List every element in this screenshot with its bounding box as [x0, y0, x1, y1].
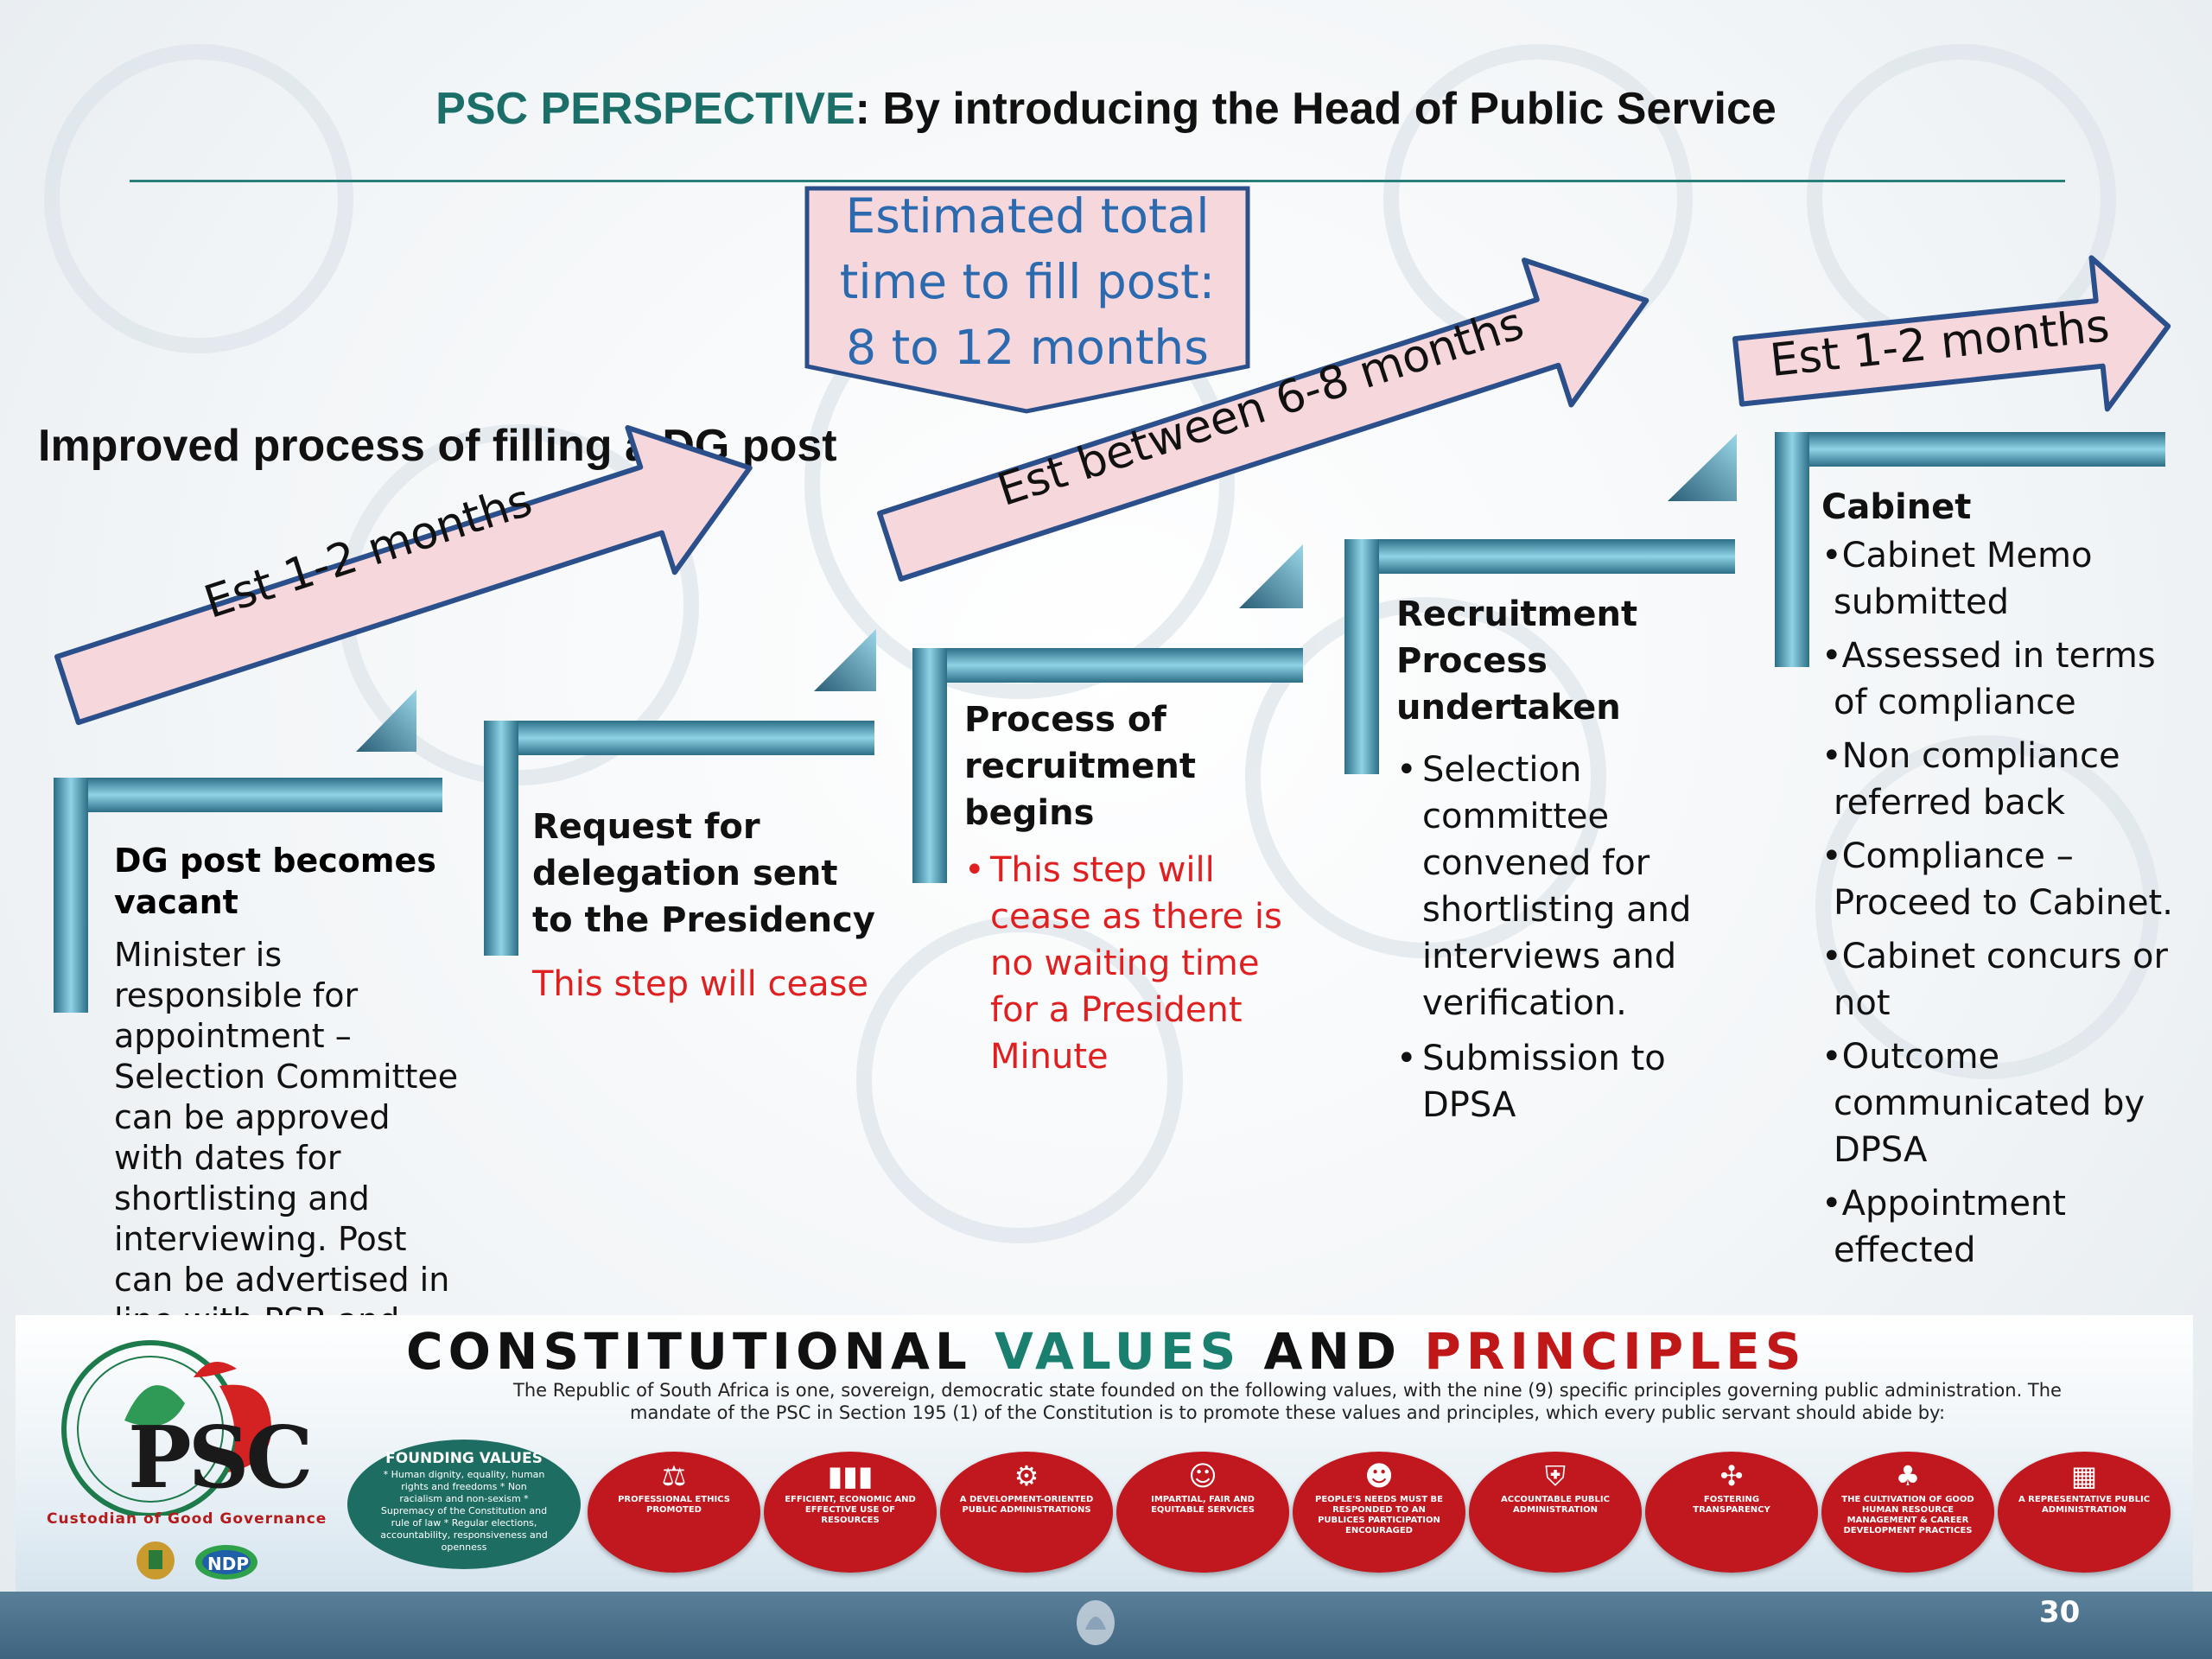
banner-title-part-1: CONSTITUTIONAL [406, 1322, 995, 1381]
cabinet-item: •Outcome communicated by DPSA [1821, 1037, 2145, 1170]
footer-emblem-icon [1077, 1600, 1115, 1645]
principle-circle: ⚖ PROFESSIONAL ETHICS PROMOTED [588, 1452, 760, 1573]
callout-line-1: Estimated total [845, 188, 1210, 244]
banner-title-and: AND [1241, 1322, 1425, 1381]
page-title: PSC PERSPECTIVE: By introducing the Head… [0, 83, 2212, 135]
principle-circle: ☺ IMPARTIAL, FAIR AND EQUITABLE SERVICES [1116, 1452, 1289, 1573]
hierarchy-icon: ♣ [1895, 1459, 1921, 1492]
principle-label: IMPARTIAL, FAIR AND EQUITABLE SERVICES [1151, 1495, 1255, 1515]
step-3-heading: Process of recruitment begins [964, 700, 1197, 833]
coat-of-arms-icon [137, 1541, 175, 1580]
principle-circle: ✣ FOSTERING TRANSPARENCY [1645, 1452, 1818, 1573]
banner-title-values: VALUES [995, 1322, 1242, 1381]
step-2-request-delegation: Request for delegation sent to the Presi… [532, 804, 878, 1007]
bar-chart-icon: ▮▮▮ [827, 1459, 874, 1492]
step-4-bullet: Submission to DPSA [1396, 1035, 1707, 1128]
step-3-note: This step will cease as there is no wait… [964, 847, 1310, 1080]
title-divider [130, 180, 2065, 182]
principle-label: PROFESSIONAL ETHICS PROMOTED [618, 1495, 730, 1515]
callout-shape [804, 186, 1250, 414]
bracket-step-1 [54, 690, 442, 1013]
scales-icon: ⚖ [661, 1459, 687, 1492]
step-5-cabinet: Cabinet •Cabinet Memo submitted •Assesse… [1821, 484, 2184, 1281]
cabinet-item: •Non compliance referred back [1821, 736, 2120, 823]
step-4-bullet: Selection committee convened for shortli… [1396, 747, 1707, 1027]
step-5-items: •Cabinet Memo submitted •Assessed in ter… [1821, 532, 2184, 1274]
page-number: 30 [2039, 1595, 2081, 1630]
principle-label: FOSTERING TRANSPARENCY [1693, 1495, 1770, 1515]
bracket-step-5 [1775, 432, 2165, 667]
step-4-recruitment-undertaken: Recruitment Process undertaken Selection… [1396, 591, 1707, 1128]
ndp-label: NDP [207, 1554, 249, 1574]
gear-icon: ⚙ [1014, 1459, 1039, 1492]
bracket-step-4 [1344, 434, 1737, 774]
people-icon: ☻ [1364, 1459, 1394, 1492]
psc-logo-emblem [61, 1340, 271, 1516]
estimated-time-callout: Estimated total time to fill post: 8 to … [809, 183, 1246, 380]
title-rest: : By introducing the Head of Public Serv… [855, 84, 1777, 134]
founding-values-body: * Human dignity, equality, human rights … [380, 1469, 548, 1553]
ndp-logo-icon [195, 1545, 257, 1580]
calendar-icon: ▦ [2070, 1459, 2098, 1492]
principle-label: PEOPLE'S NEEDS MUST BE RESPONDED TO AN P… [1315, 1495, 1443, 1535]
step-4-heading: Recruitment Process undertaken [1396, 594, 1638, 728]
principle-circle: ⚙ A DEVELOPMENT-ORIENTED PUBLIC ADMINIST… [940, 1452, 1113, 1573]
banner-title: CONSTITUTIONAL VALUES AND PRINCIPLES [406, 1322, 1807, 1381]
arrow-first-phase [54, 424, 753, 726]
callout-line-2: time to fill post: [839, 254, 1216, 309]
step-2-heading: Request for delegation sent to the Presi… [532, 807, 875, 940]
principle-label: A DEVELOPMENT-ORIENTED PUBLIC ADMINISTRA… [959, 1495, 1094, 1515]
cabinet-item: •Compliance – Proceed to Cabinet. [1821, 836, 2173, 923]
cabinet-item: •Assessed in terms of compliance [1821, 636, 2156, 722]
banner-description: The Republic of South Africa is one, sov… [513, 1380, 2062, 1423]
arrow-second-phase [877, 257, 1649, 582]
step-2-note: This step will cease [532, 964, 869, 1004]
principle-label: ACCOUNTABLE PUBLIC ADMINISTRATION [1500, 1495, 1610, 1515]
principle-circle: ▮▮▮ EFFICIENT, ECONOMIC AND EFFECTIVE US… [764, 1452, 937, 1573]
step-3-recruitment-begins: Process of recruitment begins This step … [964, 696, 1310, 1080]
step-5-heading: Cabinet [1821, 487, 1972, 527]
people-table-icon: ☺ [1188, 1459, 1217, 1492]
network-icon: ✣ [1719, 1459, 1744, 1492]
bracket-step-3 [912, 544, 1303, 883]
arrow-third-phase [1732, 255, 2171, 412]
cabinet-item: •Appointment effected [1821, 1184, 2066, 1270]
founding-values-oval: FOUNDING VALUES * Human dignity, equalit… [347, 1440, 581, 1569]
principle-label: EFFICIENT, ECONOMIC AND EFFECTIVE USE OF… [785, 1495, 916, 1525]
founding-values-heading: FOUNDING VALUES [385, 1450, 543, 1467]
cabinet-item: •Cabinet concurs or not [1821, 937, 2168, 1023]
step-4-bullets: Selection committee convened for shortli… [1396, 747, 1707, 1128]
principle-label: A REPRESENTATIVE PUBLIC ADMINISTRATION [2018, 1495, 2151, 1515]
principle-circle: ▦ A REPRESENTATIVE PUBLIC ADMINISTRATION [1998, 1452, 2171, 1573]
principle-circle: ☻ PEOPLE'S NEEDS MUST BE RESPONDED TO AN… [1293, 1452, 1465, 1573]
cabinet-item: •Cabinet Memo submitted [1821, 536, 2093, 622]
psc-tagline: Custodian of Good Governance [47, 1510, 327, 1528]
bracket-step-2 [484, 629, 876, 956]
principle-circle: ⛨ ACCOUNTABLE PUBLIC ADMINISTRATION [1469, 1452, 1642, 1573]
callout-line-3: 8 to 12 months [846, 320, 1209, 375]
step-3-note-list: This step will cease as there is no wait… [964, 847, 1310, 1080]
step-1-dg-post-vacant: DG post becomes vacant Minister is respo… [114, 840, 460, 1382]
principle-label: THE CULTIVATION OF GOOD HUMAN RESOURCE M… [1841, 1495, 1974, 1535]
psc-logo-text: PSC [128, 1408, 313, 1508]
banner-title-principles: PRINCIPLES [1424, 1322, 1807, 1381]
principle-circle: ♣ THE CULTIVATION OF GOOD HUMAN RESOURCE… [1821, 1452, 1994, 1573]
title-highlight: PSC PERSPECTIVE [435, 84, 855, 134]
step-1-heading: DG post becomes vacant [114, 842, 436, 921]
shield-icon: ⛨ [1544, 1459, 1566, 1492]
